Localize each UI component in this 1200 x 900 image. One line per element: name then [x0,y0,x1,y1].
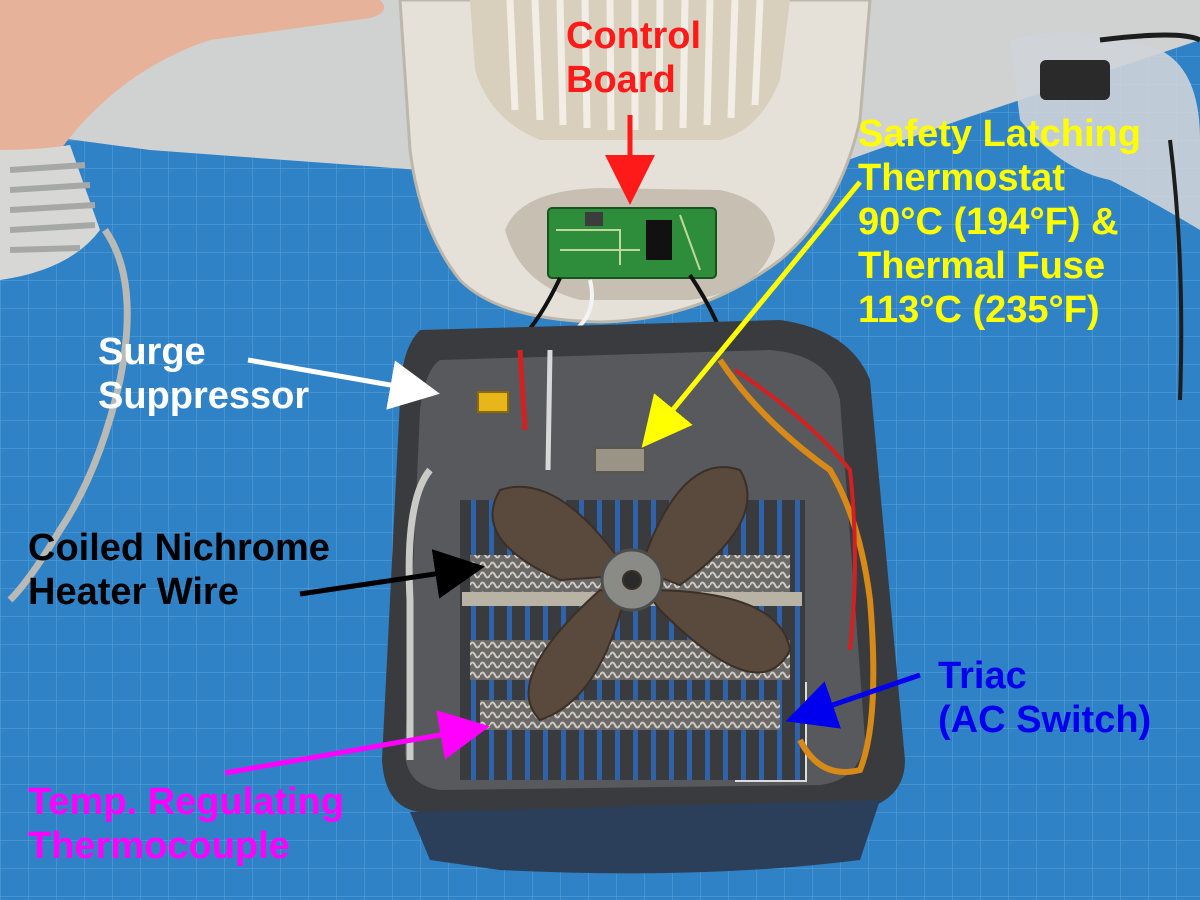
temp-thermocouple-line-2: Thermocouple [28,825,290,867]
safety-thermostat-line-5: 113°C (235°F) [858,289,1100,331]
surge-suppressor-line-1: Surge [98,331,206,373]
safety-thermostat-line-3: 90°C (194°F) & [858,201,1119,243]
bench-clutter [1010,32,1200,401]
safety-thermostat-line-4: Thermal Fuse [858,245,1106,287]
safety-thermostat-line-2: Thermostat [858,157,1065,199]
coiled-nichrome-arrow [299,549,485,599]
control-board-line-1: Control [566,15,702,57]
power-cord [7,227,131,603]
internal-wires [405,349,877,775]
coiled-nichrome-line-2: Heater Wire [28,571,239,613]
surge-suppressor-line-2: Suppressor [98,375,310,417]
safety-thermostat-label: Safety Latching Thermostat 90°C (194°F) … [858,112,1141,332]
fan [491,466,792,722]
surge-suppressor-label: Surge Suppressor [98,330,309,418]
temp-thermocouple-arrow [224,710,490,776]
triac-arrow [785,672,921,729]
control-board-label: Control Board [566,14,726,102]
triac-label: Triac (AC Switch) [938,654,1151,742]
temp-thermocouple-label: Temp. Regulating Thermocouple [28,780,344,868]
safety-thermostat-arrow [641,180,862,448]
thermostat-part [594,447,646,473]
safety-thermostat-line-1: Safety Latching [858,113,1141,155]
surge-suppressor-part [477,391,509,413]
surge-suppressor-arrow [247,357,440,410]
hand [0,0,385,210]
vent-device [0,145,100,280]
temp-thermocouple-line-1: Temp. Regulating [28,781,344,823]
triac-line-2: (AC Switch) [938,699,1152,741]
coiled-nichrome-line-1: Coiled Nichrome [28,527,330,569]
control-board-line-2: Board [566,59,676,101]
coiled-nichrome-label: Coiled Nichrome Heater Wire [28,526,330,614]
triac-line-1: Triac [938,655,1027,697]
